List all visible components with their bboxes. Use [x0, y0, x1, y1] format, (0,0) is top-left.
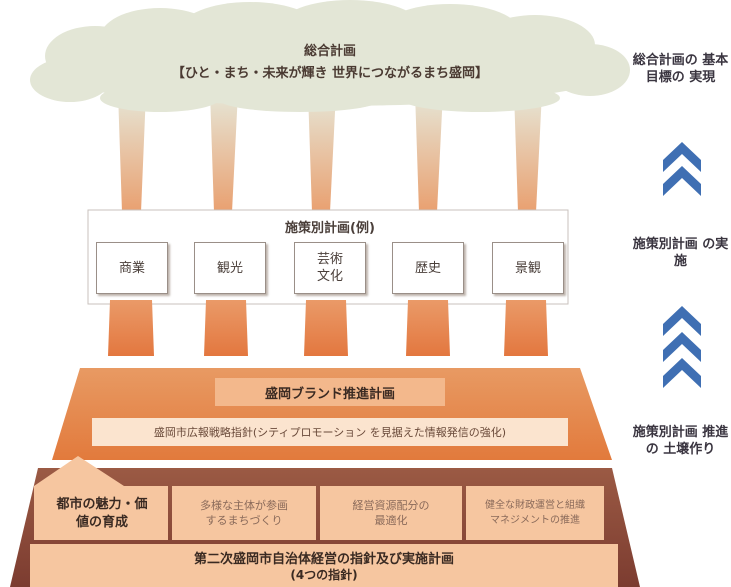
- policy-item-tourism: 観光: [194, 242, 266, 294]
- side-label-goal-realization: 総合計画の 基本目標の 実現: [632, 53, 729, 85]
- policy-item-commerce: 商業: [96, 242, 168, 294]
- brand-plan-title: 盛岡ブランド推進計画: [264, 387, 395, 402]
- management-item-1: 多様な主体が参画 するまちづくり: [200, 499, 288, 527]
- policy-item-history: 歴史: [392, 242, 464, 294]
- side-label-plan-implementation: 施策別計画 の実施: [632, 237, 729, 269]
- policy-item-landscape: 景観: [492, 242, 564, 294]
- management-title-bg: [30, 544, 618, 587]
- middle-pillars: [108, 300, 548, 356]
- management-highlight: 都市の魅力・価 値の育成: [56, 497, 148, 530]
- brand-plan-title-bg: [215, 378, 445, 406]
- upper-pillars: [118, 92, 542, 212]
- brand-plan-guideline: 盛岡市広報戦略指針(シティプロモーション を見据えた情報発信の強化): [153, 426, 507, 439]
- management-subtitle: (4つの指針): [290, 568, 358, 582]
- cloud-shape: [30, 0, 630, 112]
- management-highlight-bg: [34, 456, 168, 540]
- policy-item-arts-culture: 芸術 文化: [294, 242, 366, 294]
- management-item-3: 健全な財政運営と組織 マネジメントの推進: [485, 500, 585, 526]
- management-item-bg-1: [172, 486, 316, 540]
- management-item-bg-3: [466, 486, 604, 540]
- management-item-2: 経営資源配分の 最適化: [352, 499, 430, 527]
- comprehensive-plan-title: 総合計画: [303, 44, 356, 59]
- management-title: 第二次盛岡市自治体経営の指針及び実施計画: [193, 552, 454, 567]
- side-label-foundation: 施策別計画 推進の 土壌作り: [632, 425, 729, 457]
- policy-plans-title: 施策別計画(例): [285, 221, 375, 236]
- chevron-up-icon: [663, 142, 701, 196]
- brand-guideline-bg: [92, 418, 568, 446]
- comprehensive-plan-subtitle: 【ひと・まち・未来が輝き 世界につながるまち盛岡】: [171, 66, 489, 81]
- chevron-up-icon: [663, 306, 701, 388]
- management-item-bg-2: [320, 486, 462, 540]
